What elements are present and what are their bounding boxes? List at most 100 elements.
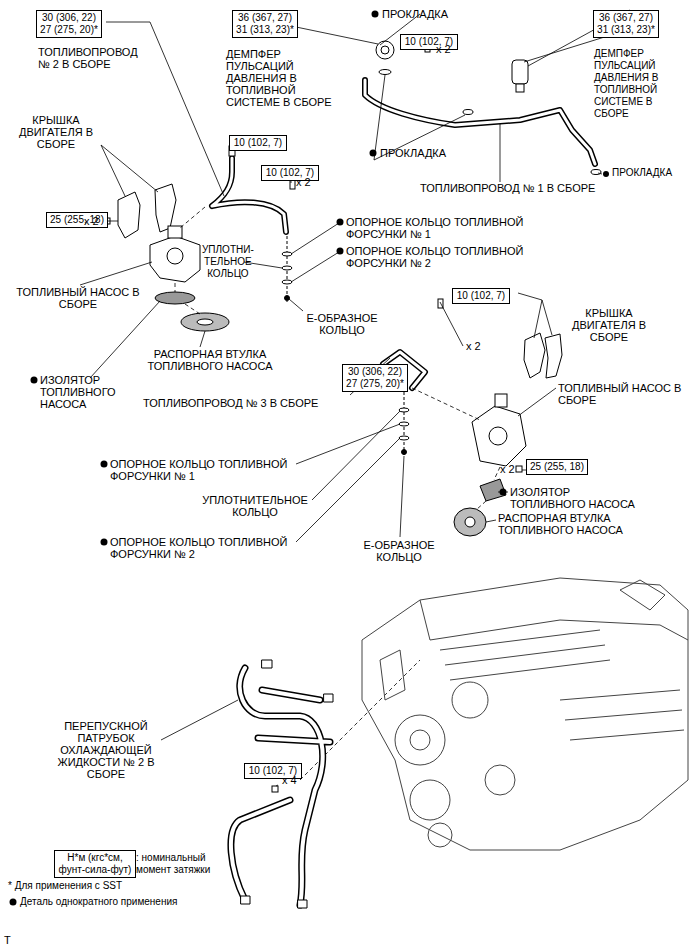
- part-label: ОПОРНОЕ КОЛЬЦО ТОПЛИВНОЙ ФОРСУНКИ № 1: [346, 216, 534, 240]
- pump-insulator: [480, 479, 506, 501]
- part-label: ПРОКЛАДКА: [382, 8, 462, 20]
- engine-cover: [118, 184, 562, 378]
- leader-line: [400, 456, 404, 537]
- bolt: [272, 786, 278, 792]
- gasket: [379, 70, 391, 75]
- pump-spacer: [465, 517, 475, 527]
- gasket: [463, 110, 473, 115]
- bolt: [516, 466, 522, 472]
- leader-line: [374, 115, 465, 160]
- part-label: : номинальный момент затяжки: [136, 852, 240, 876]
- torque-value: 10 (102, 7): [455, 290, 507, 302]
- quantity-label: x 2: [84, 215, 108, 227]
- engine-cover: [155, 184, 176, 232]
- leader-line: [101, 145, 125, 196]
- torque-box: 36 (367, 27) 31 (313, 23)*: [593, 10, 659, 38]
- part-label: КРЫШКА ДВИГАТЕЛЯ В СБОРЕ: [562, 307, 656, 343]
- leader-line: [500, 124, 501, 182]
- injector-rings: [282, 266, 292, 270]
- leader-line: [518, 293, 542, 300]
- part-label: ОПОРНОЕ КОЛЬЦО ТОПЛИВНОЙ ФОРСУНКИ № 1: [110, 458, 298, 482]
- single-use-dot: [370, 150, 377, 157]
- part-label: РАСПОРНАЯ ВТУЛКА ТОПЛИВНОГО НАСОСА: [140, 348, 280, 372]
- engine-drawing: [380, 650, 405, 700]
- legend-dot: [8, 897, 18, 907]
- pump-insulator: [155, 292, 195, 304]
- gasket: [379, 70, 601, 175]
- engine-drawing: [452, 682, 488, 718]
- legend-text: Деталь однократного применения: [20, 896, 177, 908]
- engine-drawing: [620, 580, 665, 610]
- torque-box: 30 (306, 22) 27 (275, 20)*: [342, 364, 408, 392]
- part-label: ТОПЛИВОПРОВОД № 3 В СБОРЕ: [143, 397, 343, 409]
- engine-drawing: [395, 715, 445, 765]
- part-label: * Для применения с SST: [8, 880, 208, 892]
- single-use-dot: [101, 539, 108, 546]
- single-use-dot: [31, 377, 38, 384]
- assembly-line: [175, 283, 176, 292]
- assembly-line: [300, 660, 420, 780]
- part-label: ДЕМПФЕР ПУЛЬСАЦИЙ ДАВЛЕНИЯ В ТОПЛИВНОЙ С…: [226, 48, 334, 108]
- coolant-bypass-pipe: [231, 668, 330, 905]
- quantity-label: x 4: [282, 774, 306, 786]
- fuel-pump: [150, 236, 200, 282]
- part-label: КРЫШКА ДВИГАТЕЛЯ В СБОРЕ: [10, 114, 102, 150]
- fuel-pipe: [365, 80, 595, 164]
- injector-rings: [399, 436, 409, 440]
- part-label: ТОПЛИВНЫЙ НАСОС В СБОРЕ: [558, 382, 686, 406]
- single-use-dot: [337, 219, 344, 226]
- injector-rings: [282, 280, 292, 284]
- fuel-pump: [489, 427, 507, 445]
- injector-rings: [402, 450, 407, 455]
- leader-line: [101, 145, 158, 192]
- single-use-dot: [101, 461, 108, 468]
- part-label: Е-ОБРАЗНОЕ КОЛЬЦО: [300, 312, 384, 336]
- coolant-bypass-pipe: [231, 668, 330, 905]
- part-label: РАСПОРНАЯ ВТУЛКА ТОПЛИВНОГО НАСОСА: [498, 512, 626, 536]
- single-use-dot: [372, 11, 379, 18]
- leader-line: [534, 300, 542, 338]
- leader-line: [486, 520, 496, 522]
- torque-value: 25 (255, 18): [529, 461, 585, 473]
- part-label: Е-ОБРАЗНОЕ КОЛЬЦО: [356, 539, 442, 563]
- pulsation-damper: [381, 46, 389, 54]
- leader-line: [291, 223, 339, 254]
- quantity-label: x 2: [500, 463, 524, 475]
- assembly-line: [185, 304, 200, 314]
- fuel-pipe: [365, 80, 595, 164]
- torque-box: 25 (255, 18): [526, 459, 588, 475]
- quantity-label: x 2: [296, 176, 320, 188]
- injector-rings: [285, 296, 290, 301]
- leader-line: [290, 182, 292, 183]
- torque-value: Н*м (кгс*см, фунт-сила-фут): [57, 852, 133, 876]
- fuel-pipe: [212, 80, 595, 388]
- leader-line: [80, 10, 640, 786]
- engine-drawing: [362, 578, 688, 850]
- assembly-line: [412, 388, 480, 420]
- fuel-pump: [472, 406, 526, 466]
- legend-torque-box: Н*м (кгс*см, фунт-сила-фут): [54, 850, 136, 878]
- engine-cover: [118, 192, 140, 238]
- torque-box: 10 (102, 7): [229, 135, 287, 151]
- part-label: ТОПЛИВНЫЙ НАСОС В СБОРЕ: [8, 286, 148, 310]
- fuel-pump: [168, 226, 182, 238]
- part-label: ТОПЛИВОПРОВОД № 2 В СБОРЕ: [38, 46, 140, 70]
- torque-box: 10 (102, 7): [452, 288, 510, 304]
- part-label: ПРОКЛАДКА: [380, 147, 460, 159]
- leader-line: [598, 173, 602, 174]
- leader-line: [161, 700, 238, 740]
- part-label: ПРОКЛАДКА: [612, 167, 684, 179]
- engine-drawing: [410, 730, 430, 750]
- fuel-pump: [167, 248, 183, 264]
- part-label: УПЛОТНИТЕЛЬНОЕ КОЛЬЦО: [198, 494, 312, 518]
- engine-drawing: [560, 690, 684, 740]
- coolant-bypass-pipe: [262, 660, 272, 668]
- leader-line: [200, 331, 205, 347]
- bolt: [104, 44, 522, 792]
- assembly-line: [476, 501, 486, 510]
- bolt: [290, 180, 295, 189]
- pump-spacer: [197, 319, 213, 325]
- single-use-dot: [31, 11, 610, 546]
- fuel-pump: [150, 226, 526, 466]
